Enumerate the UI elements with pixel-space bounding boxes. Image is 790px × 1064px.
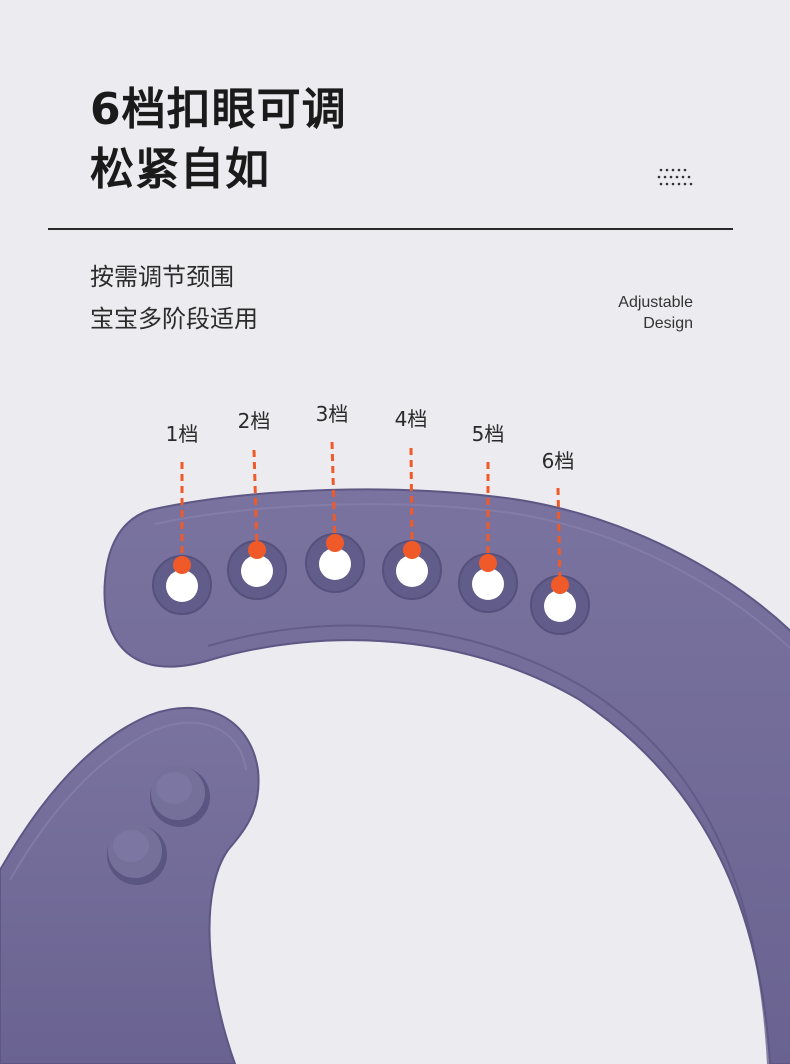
subtitle-line-1: 按需调节颈围 — [90, 263, 234, 291]
headline: 6档扣眼可调 松紧自如 — [90, 80, 347, 200]
hole — [472, 568, 504, 600]
headline-line-1: 6档扣眼可调 — [90, 84, 347, 135]
level-marker — [479, 554, 497, 572]
snap-button — [107, 824, 167, 885]
dots-icon — [657, 168, 693, 186]
level-label: 2档 — [237, 409, 271, 433]
bib-left-piece — [0, 706, 260, 1064]
level-label: 4档 — [394, 407, 428, 431]
tag-line-1: Adjustable — [618, 294, 693, 311]
snap-button — [150, 766, 210, 827]
level-label: 3档 — [315, 402, 349, 426]
hole — [319, 548, 351, 580]
level-marker — [248, 541, 266, 559]
subtitle-line-2: 宝宝多阶段适用 — [90, 305, 258, 333]
level-label: 1档 — [165, 422, 199, 446]
level-label: 5档 — [471, 422, 505, 446]
bib-strap — [103, 488, 790, 1064]
leader-line — [409, 447, 414, 551]
leader-line — [556, 487, 562, 586]
adjustable-design-tag: Adjustable Design — [618, 292, 693, 334]
hole — [166, 570, 198, 602]
leader-line — [330, 441, 337, 544]
level-marker — [551, 576, 569, 594]
level-label: 6档 — [541, 449, 575, 473]
leader-line — [252, 449, 259, 551]
level-marker — [403, 541, 421, 559]
divider — [48, 228, 733, 230]
adjustment-holes — [152, 441, 590, 635]
level-marker — [326, 534, 344, 552]
level-marker — [173, 556, 191, 574]
hole — [241, 555, 273, 587]
hole — [396, 555, 428, 587]
subtitle: 按需调节颈围 宝宝多阶段适用 — [90, 256, 258, 340]
headline-line-2: 松紧自如 — [90, 144, 270, 195]
tag-line-2: Design — [643, 315, 693, 332]
hole — [544, 590, 576, 622]
